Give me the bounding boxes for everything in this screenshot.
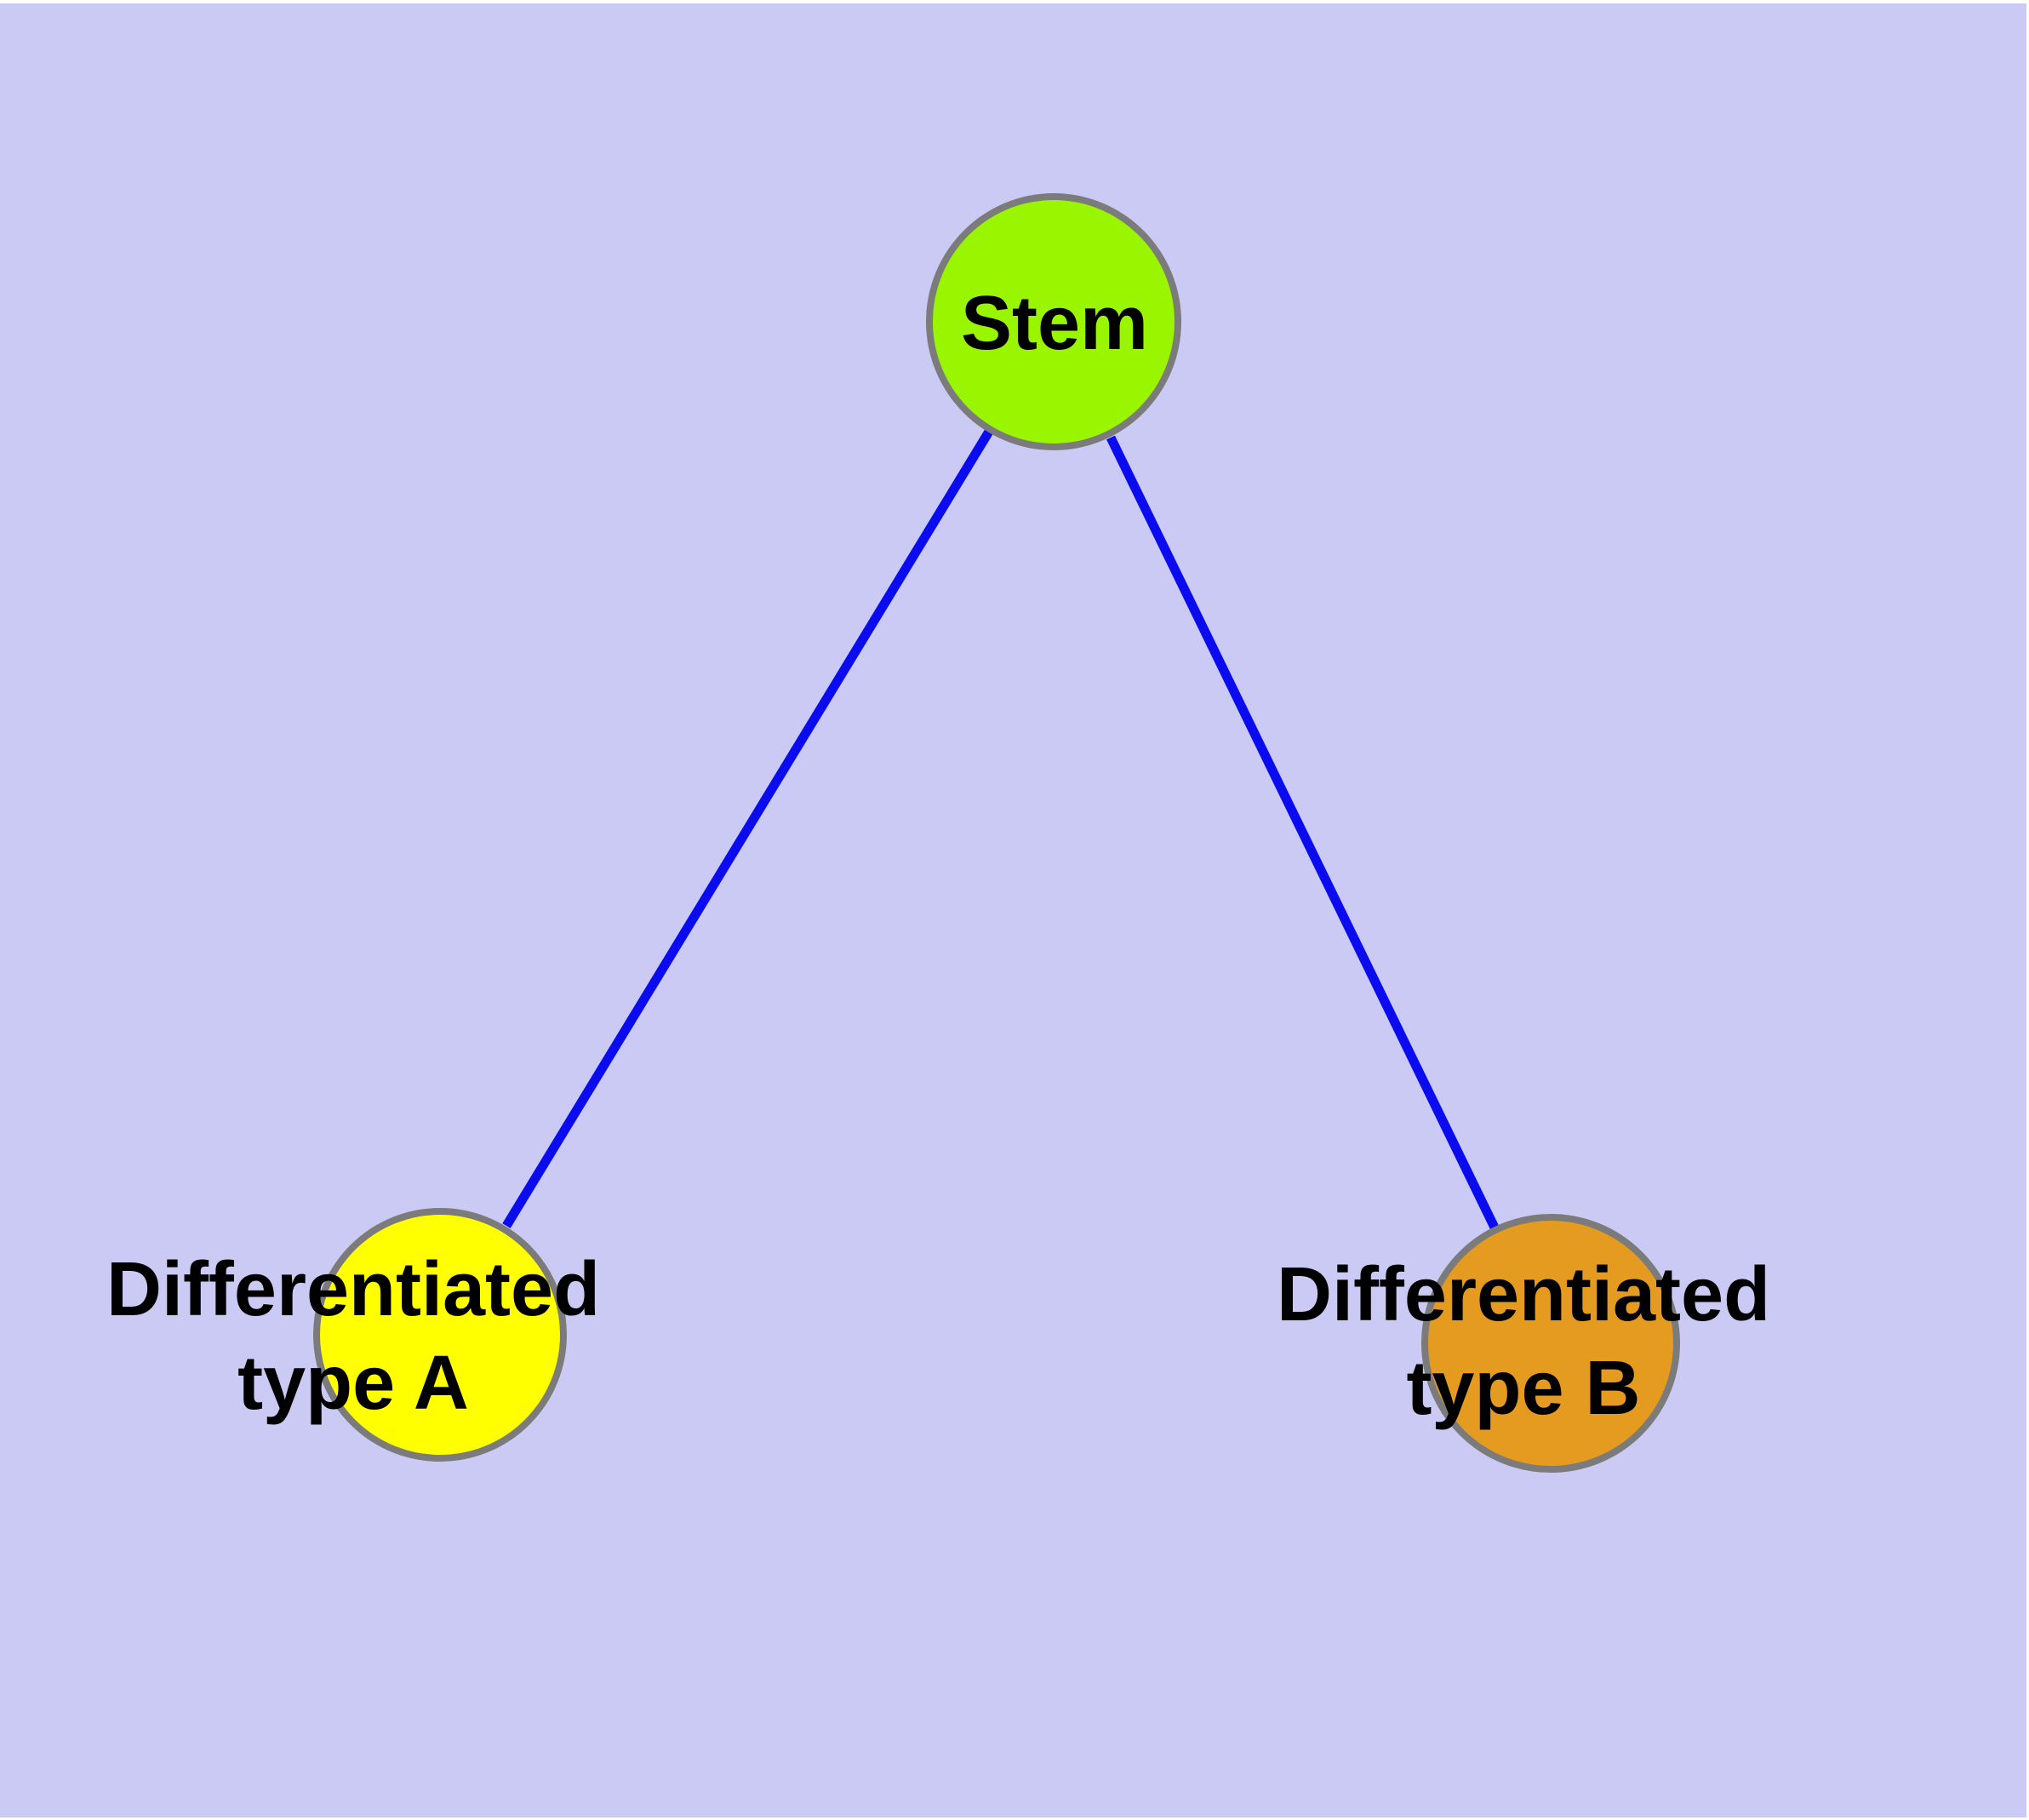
node-type-b-circle — [1421, 1214, 1680, 1473]
node-type-b-label: Differentiated type B — [1277, 1248, 1770, 1435]
node-type-a-label: Differentiated type A — [106, 1243, 600, 1430]
edge-stem-to-type-b — [1106, 435, 1500, 1232]
node-type-a-label-line2: type A — [237, 1341, 469, 1426]
node-stem-circle — [926, 193, 1181, 450]
node-type-b-label-line1: Differentiated — [1276, 1252, 1771, 1337]
edge-stem-to-type-a — [502, 429, 993, 1228]
diagram-canvas: Stem Differentiated type A Differentiate… — [0, 3, 2026, 1817]
node-type-a-circle — [313, 1208, 567, 1462]
node-stem-label: Stem — [960, 281, 1149, 366]
node-type-b-label-line2: type B — [1406, 1346, 1641, 1431]
node-type-a-label-line1: Differentiated — [106, 1247, 601, 1332]
